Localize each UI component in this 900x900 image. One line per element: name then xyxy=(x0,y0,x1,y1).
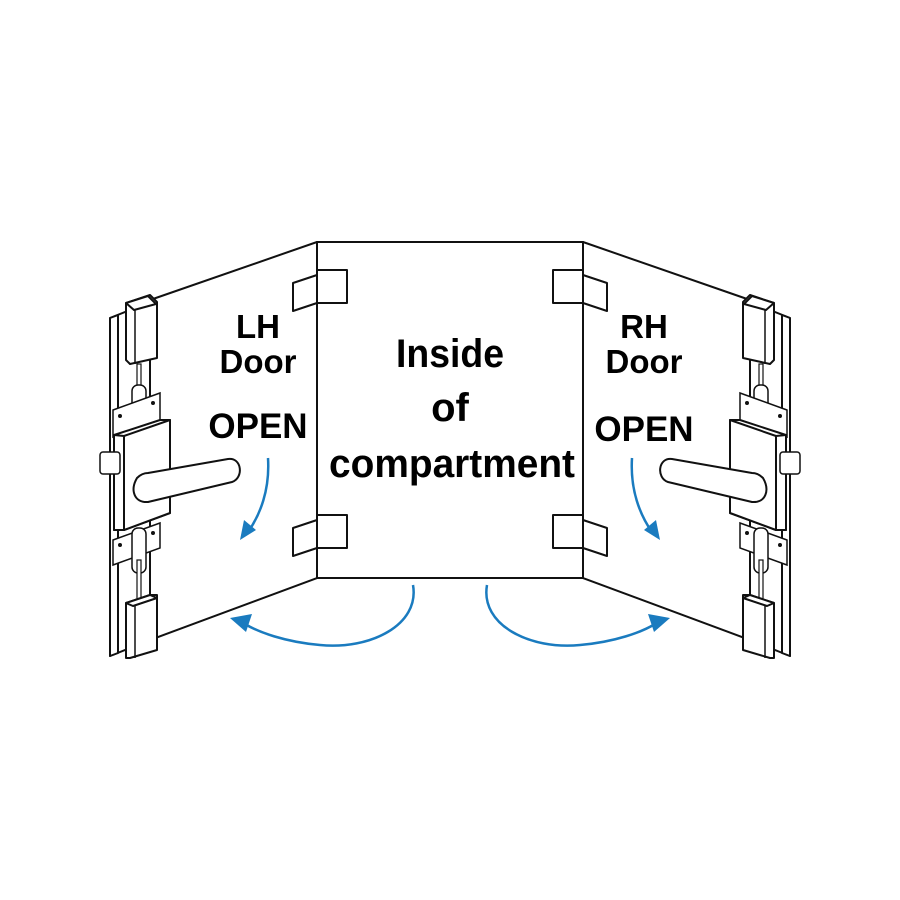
center-line2: of xyxy=(431,386,469,430)
lh-open-label: OPEN xyxy=(208,407,307,446)
center-line1: Inside xyxy=(396,332,504,376)
rh-open-label: OPEN xyxy=(594,410,693,449)
rh-label: RH xyxy=(620,308,668,345)
lh-label: LH xyxy=(236,308,280,345)
lh-door-label: Door xyxy=(220,343,297,380)
rh-door-label: Door xyxy=(606,343,683,380)
center-panel xyxy=(316,241,584,579)
center-line3: compartment xyxy=(329,442,575,486)
